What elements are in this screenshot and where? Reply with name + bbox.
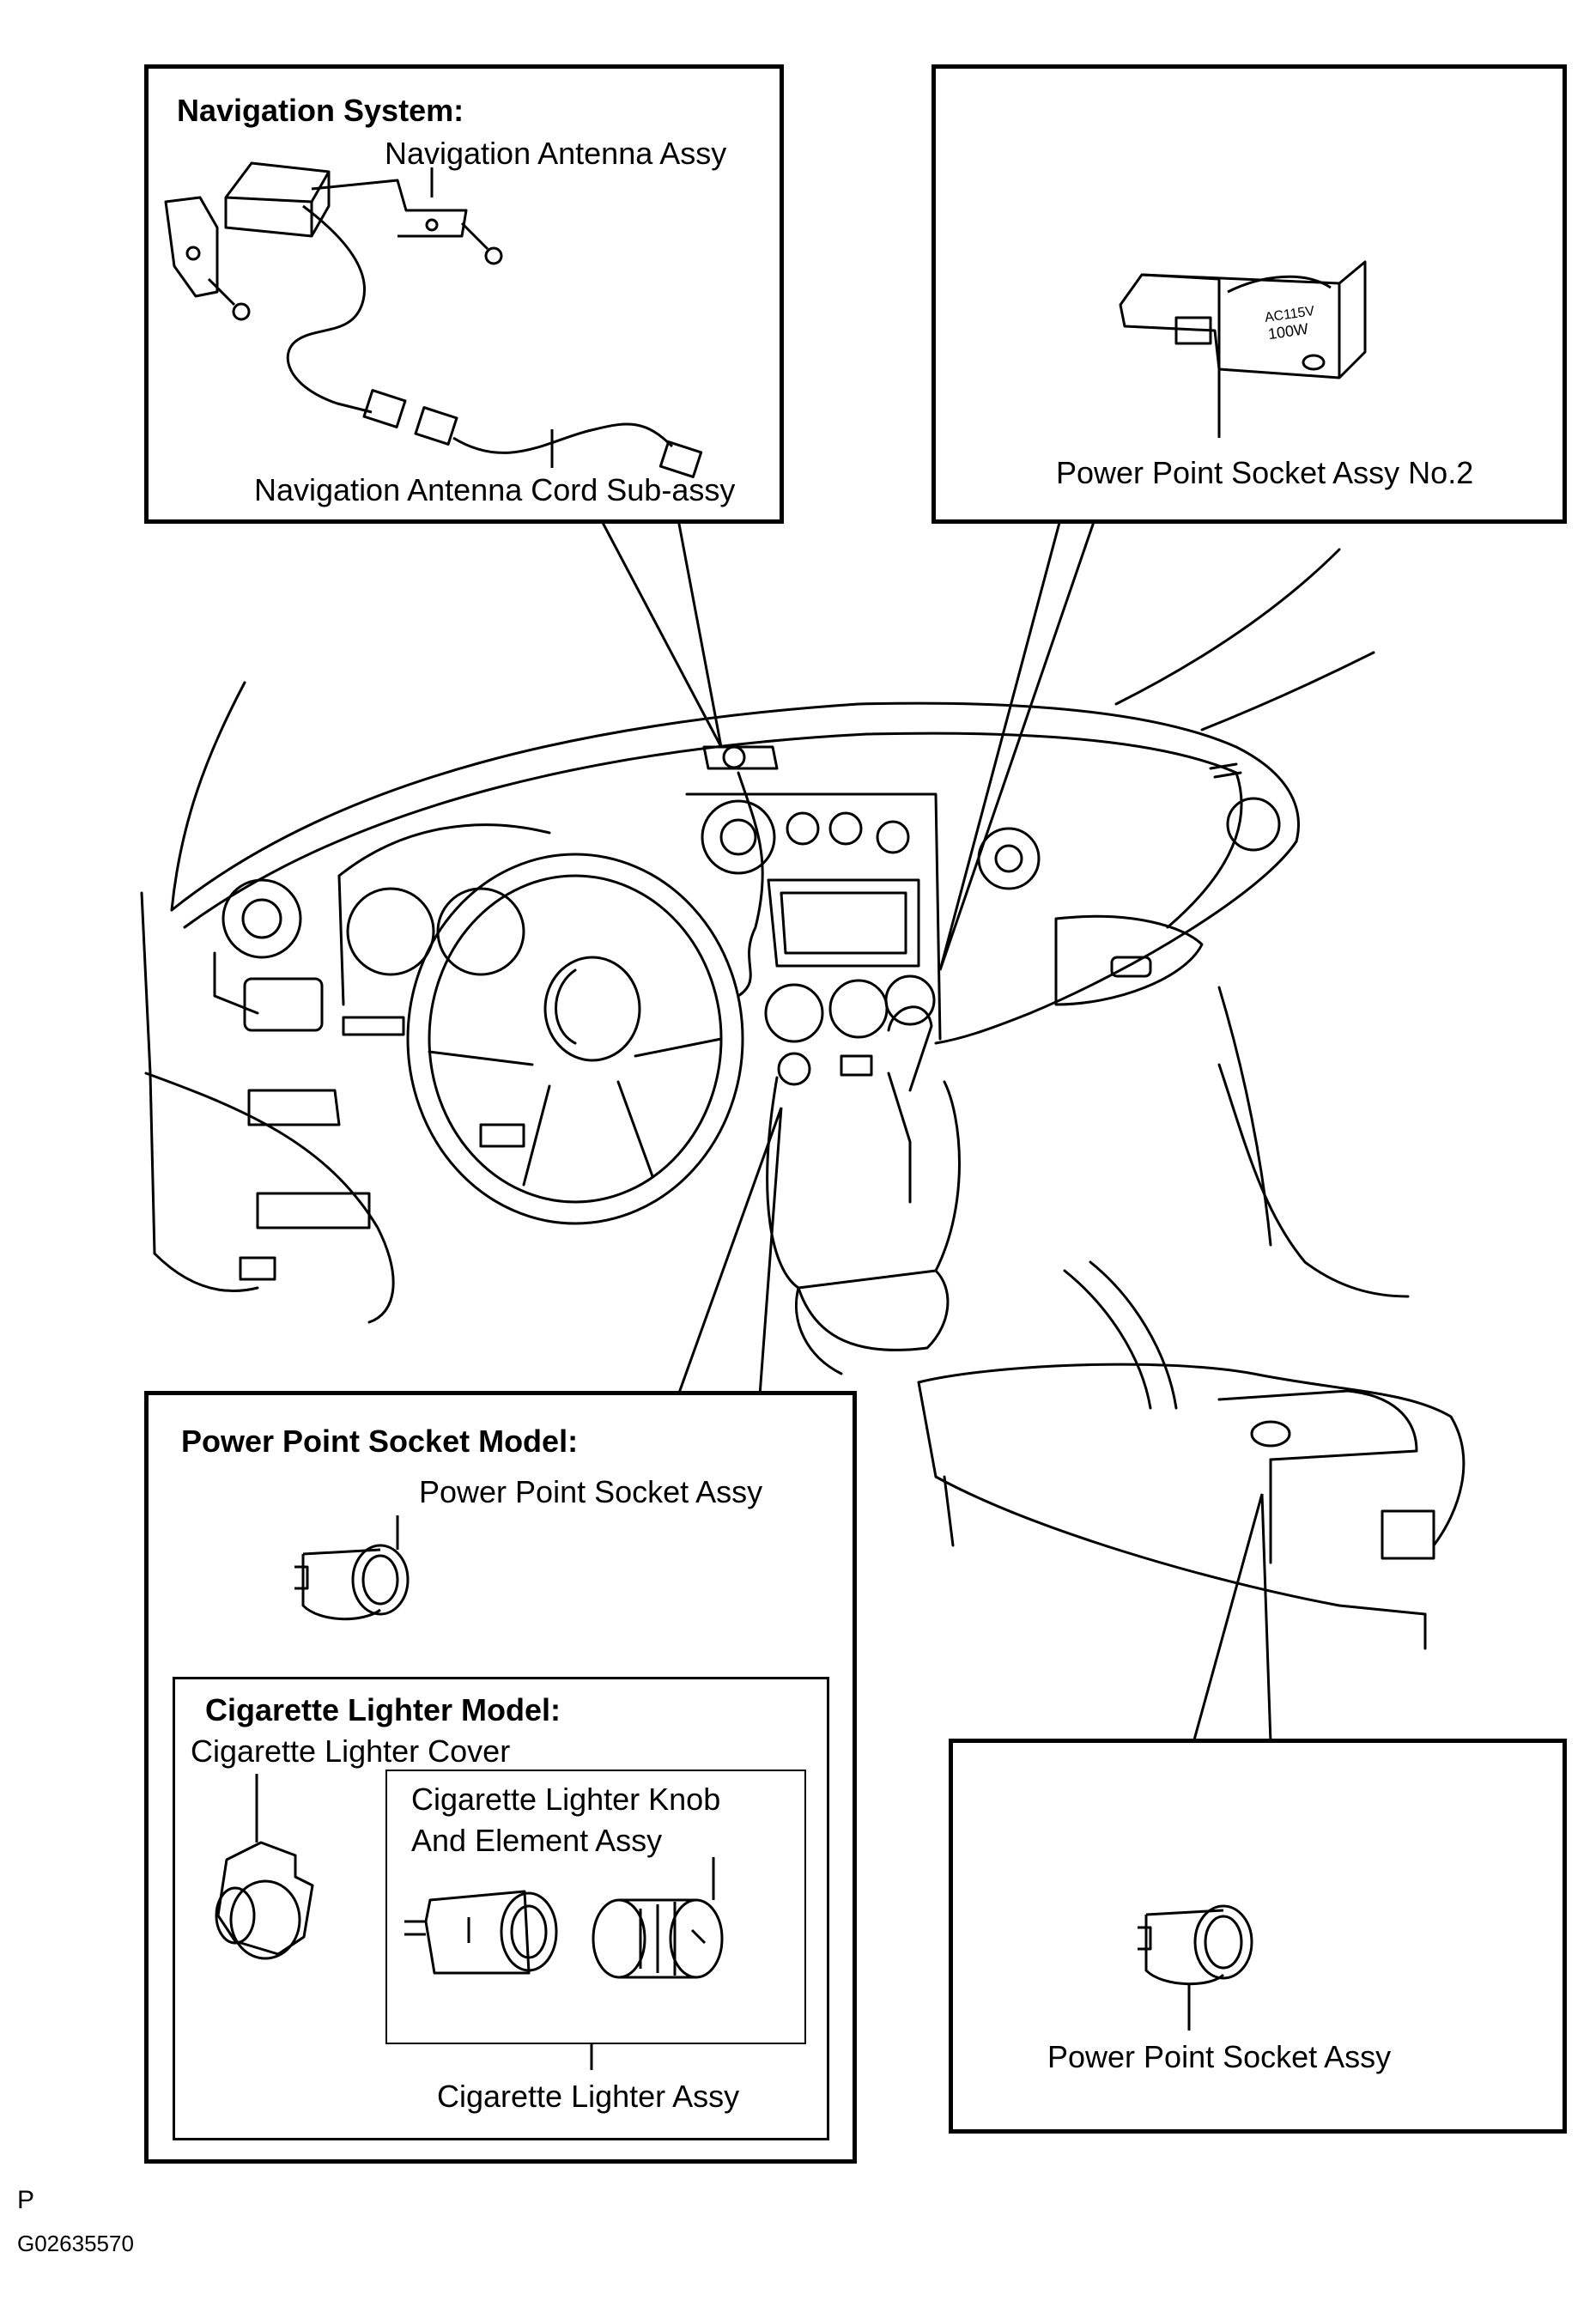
power-point-socket-illustration xyxy=(294,1515,410,1621)
navigation-antenna-cord-sub-assy-label: Navigation Antenna Cord Sub-assy xyxy=(254,472,736,507)
console-power-point-panel: Power Point Socket Assy xyxy=(949,1739,1567,2134)
console-power-point-socket-assy-label: Power Point Socket Assy xyxy=(1047,2039,1392,2074)
lighter-assy-leader xyxy=(590,2044,593,2070)
console-power-point-illustration xyxy=(1138,1904,1253,2031)
power-point-socket-model-panel: Power Point Socket Model: Power Point So… xyxy=(144,1391,857,2164)
cigarette-lighter-knob-label-line1: Cigarette Lighter Knob xyxy=(411,1782,721,1817)
cigarette-lighter-cover-label: Cigarette Lighter Cover xyxy=(191,1733,511,1769)
figure-id: G02635570 xyxy=(17,2231,134,2256)
cigarette-lighter-cover-illustration xyxy=(215,1774,314,1960)
power-point-no2-panel: AC115V 100W Power Point Socket Assy No.2 xyxy=(932,64,1567,524)
navigation-antenna-illustration xyxy=(164,161,703,478)
cigarette-lighter-assy-label: Cigarette Lighter Assy xyxy=(437,2079,740,2114)
cigarette-lighter-knob-label-line2: And Element Assy xyxy=(411,1823,663,1858)
cigarette-lighter-model-heading: Cigarette Lighter Model: xyxy=(205,1692,561,1727)
figure-code-letter: P xyxy=(17,2186,35,2214)
power-point-socket-assy-no2-label: Power Point Socket Assy No.2 xyxy=(1056,455,1474,490)
power-point-socket-assy-label: Power Point Socket Assy xyxy=(419,1474,763,1509)
power-point-socket-model-heading: Power Point Socket Model: xyxy=(181,1424,579,1459)
cigarette-lighter-model-panel: Cigarette Lighter Model: Cigarette Light… xyxy=(173,1677,829,2140)
navigation-system-panel: Navigation System: Navigation Antenna As… xyxy=(144,64,784,524)
navigation-antenna-assy-label: Navigation Antenna Assy xyxy=(385,136,727,171)
power-point-no2-illustration xyxy=(1119,260,1367,438)
lighter-socket-and-knob-illustration xyxy=(404,1857,724,1979)
knob-element-group: Cigarette Lighter Knob And Element Assy xyxy=(385,1770,806,2044)
navigation-system-heading: Navigation System: xyxy=(177,93,464,128)
